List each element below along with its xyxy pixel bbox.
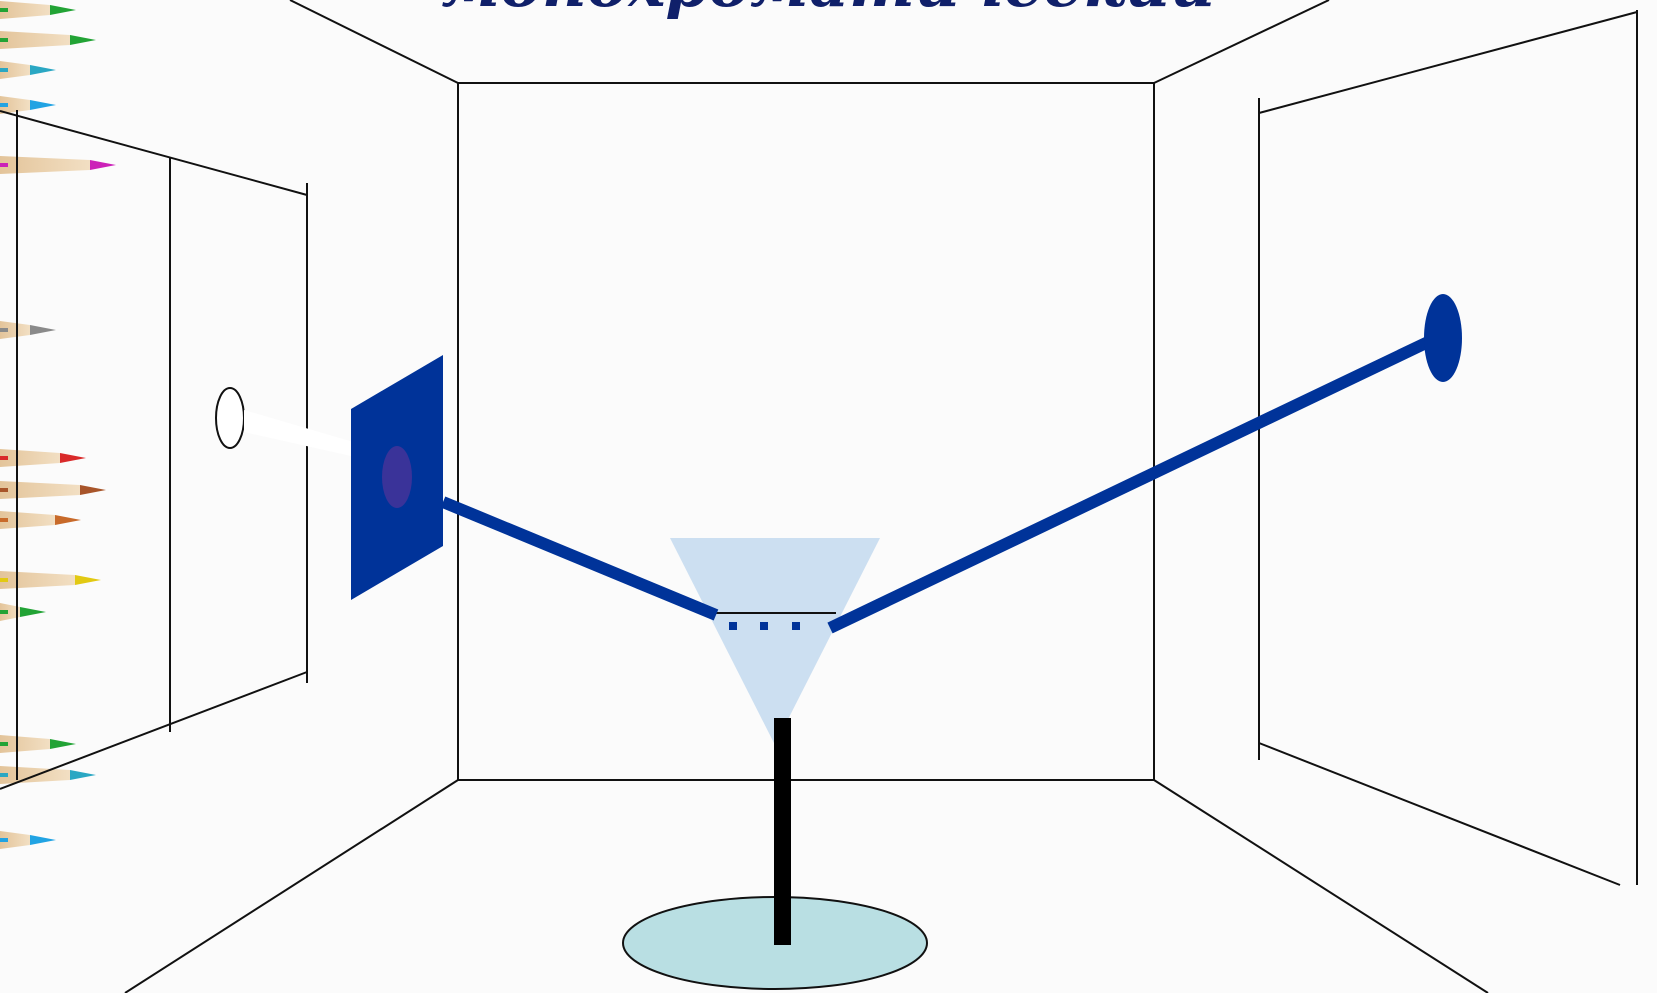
pencil-icon (0, 511, 81, 529)
pencil-icon (0, 156, 116, 174)
pencil-icon (0, 571, 101, 589)
pencil-icon (0, 481, 106, 499)
pencil-icon (0, 449, 86, 467)
right-wall-panel (1258, 10, 1638, 886)
pencil-icon (0, 31, 96, 49)
prism-dots (729, 622, 800, 630)
prism (670, 538, 880, 745)
pencil-icon (0, 603, 46, 621)
pencil-icon (0, 766, 96, 784)
pencil-icon (0, 831, 56, 849)
incident-blue-beam (440, 496, 719, 621)
filter-spot (382, 446, 412, 508)
pencil-icon (0, 96, 56, 114)
aperture-hole (215, 387, 245, 449)
floor-edge-left (124, 779, 459, 993)
slide-title: монохроматичеекий (0, 0, 1657, 21)
white-light-beam (244, 410, 360, 458)
pencil-icon (0, 1, 76, 19)
stand-rod (774, 718, 791, 945)
left-wall-panel (0, 110, 308, 790)
refracted-blue-beam (827, 336, 1431, 634)
floor-edge-right (1153, 779, 1489, 993)
back-wall (457, 82, 1155, 781)
pencil-icon (0, 321, 56, 339)
pencil-icon (0, 735, 76, 753)
ceiling-edge-left (289, 0, 459, 84)
projected-spot (1424, 294, 1462, 382)
pencil-icon (0, 61, 56, 79)
ceiling-edge-right (1153, 0, 1330, 84)
